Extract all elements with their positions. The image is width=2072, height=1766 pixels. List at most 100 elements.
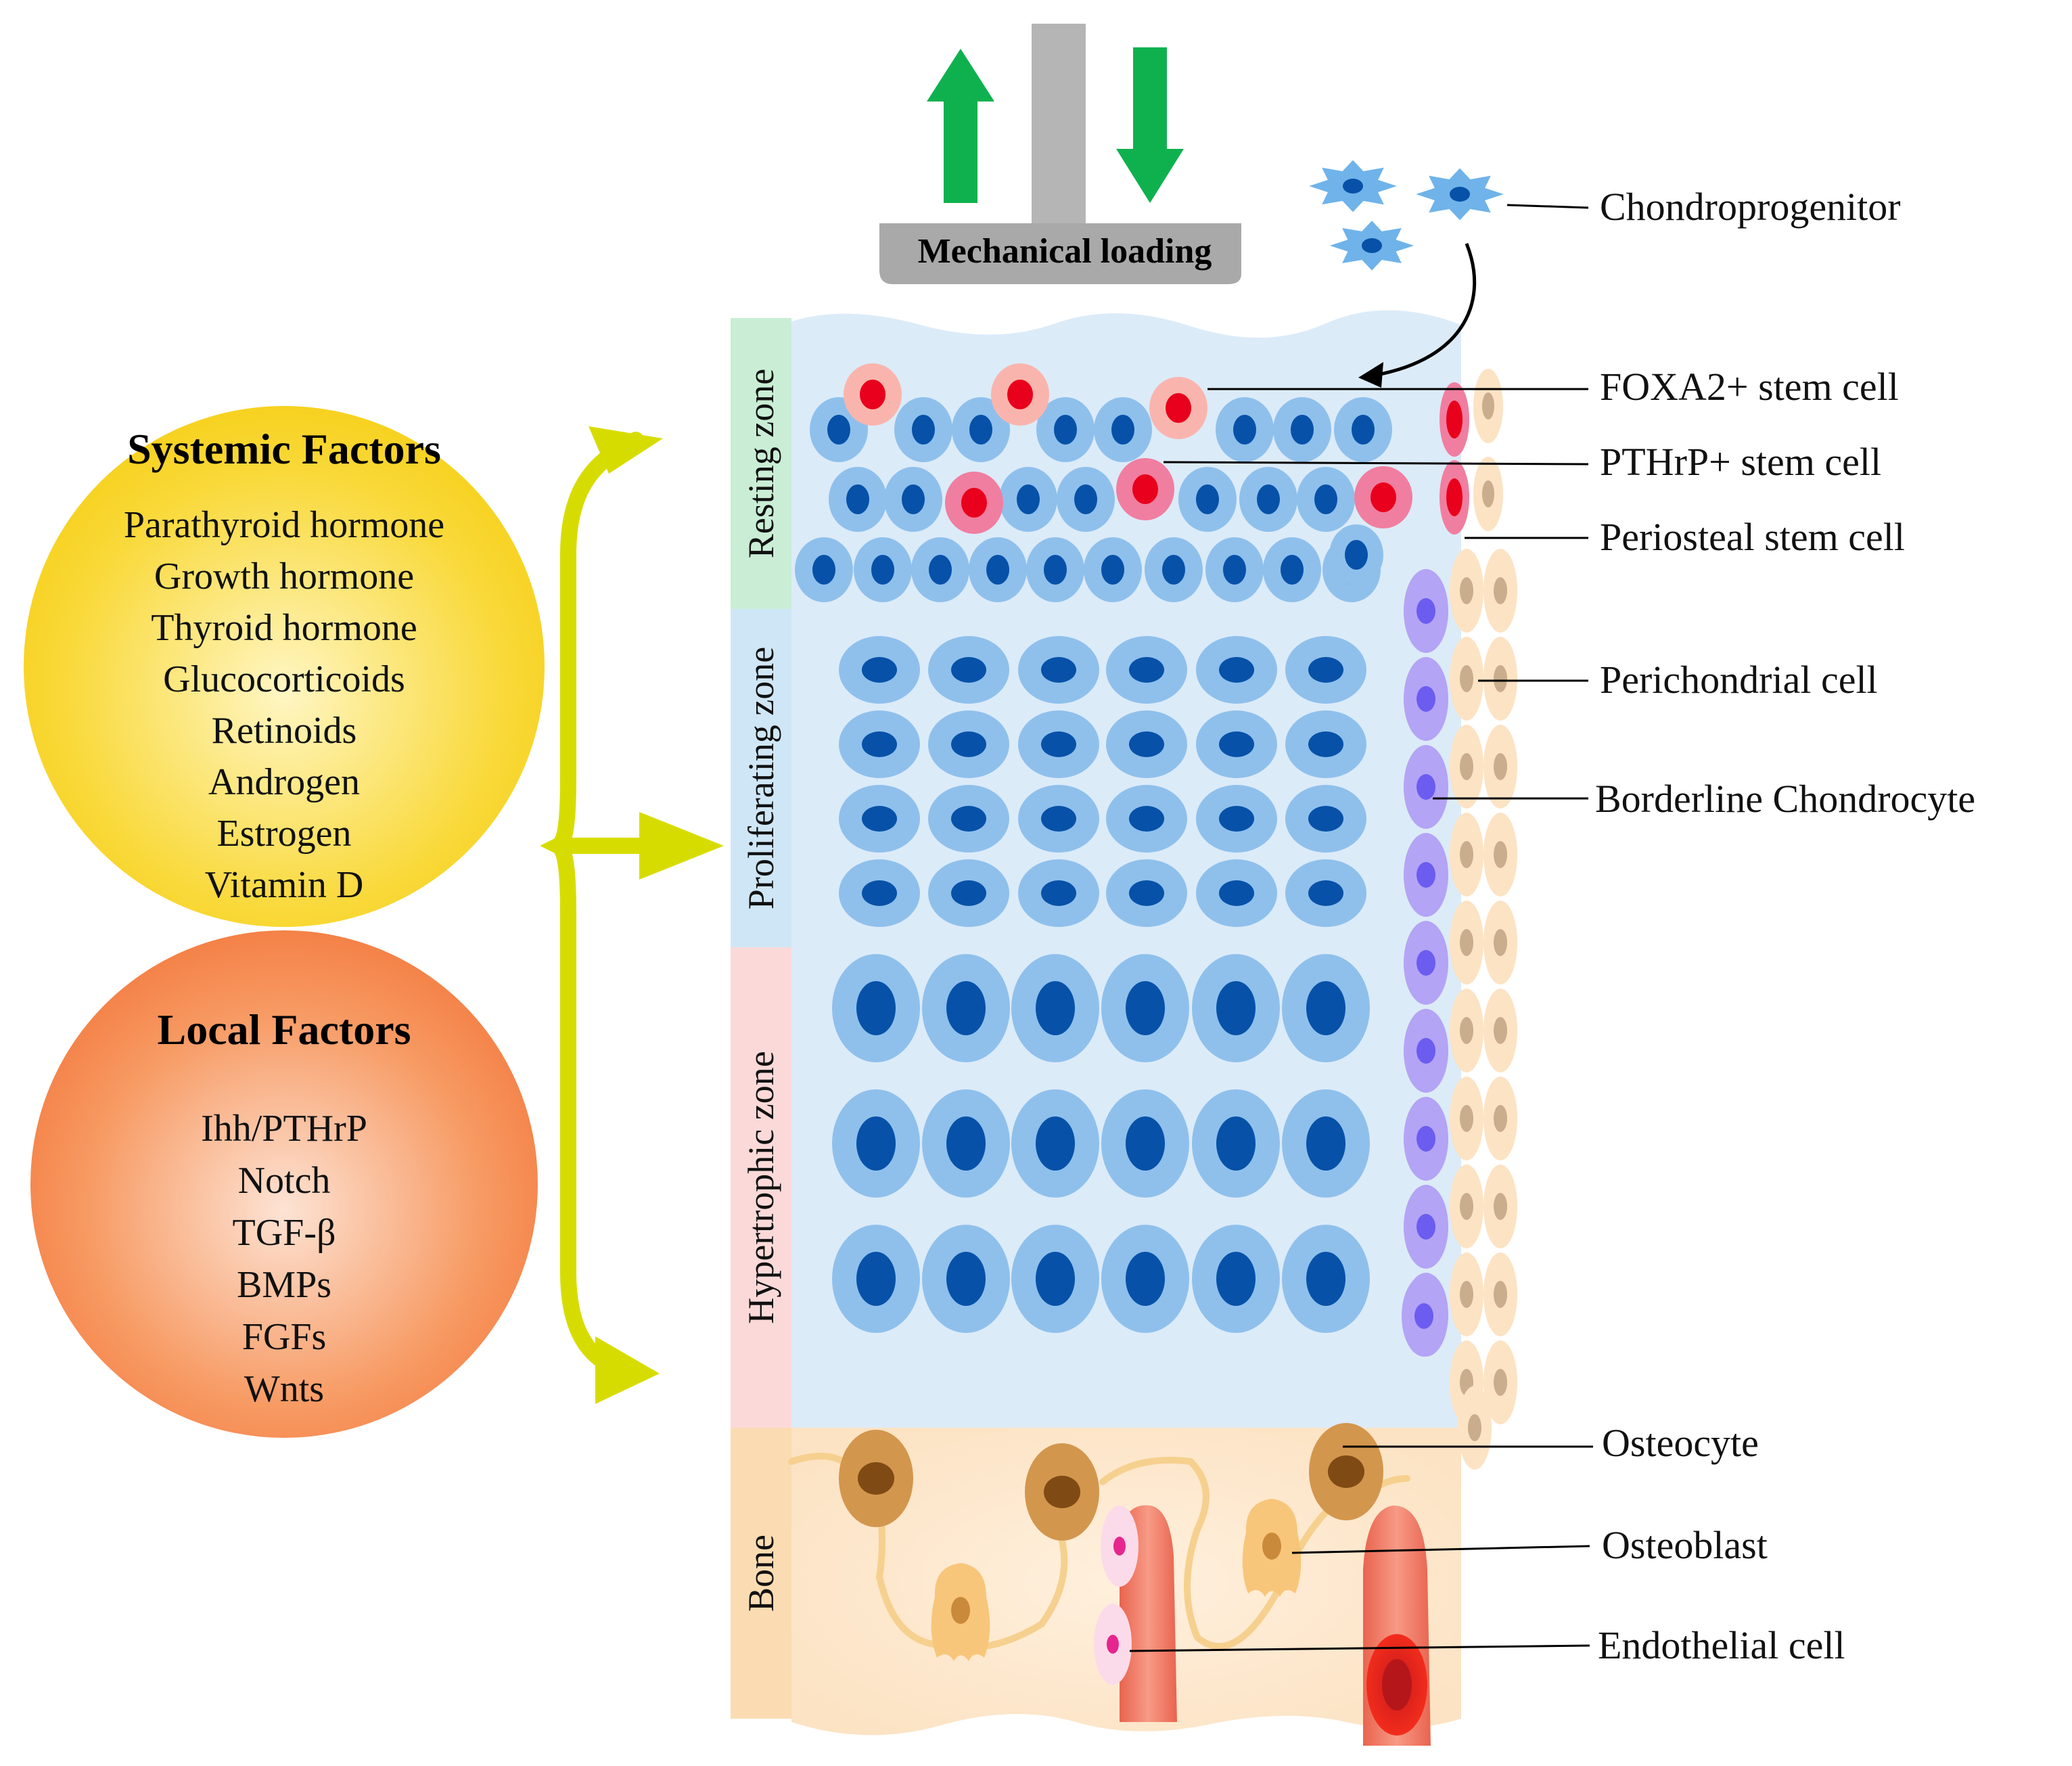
perichondrial-cell-nucleus bbox=[1494, 1105, 1507, 1132]
hypertrophic-chondrocyte-nucleus bbox=[1306, 1252, 1345, 1306]
proliferating-chondrocyte-nucleus bbox=[1129, 880, 1164, 906]
foxa2-stem-cell-label: FOXA2+ stem cell bbox=[1600, 365, 1899, 409]
resting-chondrocyte-nucleus bbox=[986, 555, 1009, 585]
hypertrophic-chondrocyte-nucleus bbox=[1216, 1116, 1256, 1171]
foxa2-stem-cell-nucleus bbox=[1166, 393, 1191, 423]
endothelial-cell-label: Endothelial cell bbox=[1598, 1623, 1845, 1667]
hypertrophic-chondrocyte-nucleus bbox=[946, 1116, 986, 1171]
pthrp-stem-cell-nucleus bbox=[1132, 474, 1158, 504]
leader-line bbox=[1291, 1545, 1590, 1554]
resting-chondrocyte-nucleus bbox=[1101, 555, 1124, 585]
resting-chondrocyte-nucleus bbox=[1111, 415, 1134, 445]
proliferating-chondrocyte-nucleus bbox=[951, 880, 986, 906]
osteocyte-nucleus bbox=[1044, 1476, 1080, 1508]
proliferating-chondrocyte-nucleus bbox=[862, 806, 897, 832]
proliferating-chondrocyte-nucleus bbox=[1129, 657, 1164, 683]
systemic-factors-item: Glucocorticoids bbox=[163, 658, 405, 700]
borderline-chondrocyte-nucleus bbox=[1414, 1303, 1433, 1329]
resting-chondrocyte-nucleus bbox=[912, 415, 935, 445]
hypertrophic-chondrocyte-nucleus bbox=[1036, 981, 1075, 1035]
proliferating-chondrocyte-nucleus bbox=[1219, 657, 1254, 683]
resting-chondrocyte-nucleus bbox=[846, 484, 869, 514]
proliferating-chondrocyte-nucleus bbox=[1219, 806, 1254, 832]
bone-zone-bar bbox=[731, 1428, 791, 1719]
perichondrial-cell-nucleus bbox=[1482, 480, 1494, 507]
resting-chondrocyte-nucleus bbox=[1291, 415, 1314, 445]
endothelial-cell-nucleus bbox=[1113, 1537, 1126, 1556]
perichondrial-cell-nucleus bbox=[1494, 753, 1507, 780]
proliferating-chondrocyte-nucleus bbox=[951, 806, 986, 832]
bone-zone-label: Bone bbox=[741, 1535, 781, 1612]
chondroprogenitor-label: Chondroprogenitor bbox=[1600, 185, 1901, 229]
hypertrophic-zone-label: Hypertrophic zone bbox=[741, 1051, 781, 1324]
resting-chondrocyte-nucleus bbox=[929, 555, 952, 585]
hypertrophic-chondrocyte-nucleus bbox=[1036, 1252, 1075, 1306]
systemic-factors-item: Estrogen bbox=[216, 813, 352, 855]
proliferating-chondrocyte-nucleus bbox=[1219, 880, 1254, 906]
foxa2-stem-cell-nucleus bbox=[1007, 380, 1033, 409]
migration-arrowhead bbox=[1358, 362, 1383, 388]
borderline-chondrocyte-nucleus bbox=[1417, 686, 1435, 712]
resting-chondrocyte-nucleus bbox=[969, 415, 992, 445]
proliferating-chondrocyte-nucleus bbox=[1308, 806, 1343, 832]
pthrp-stem-cell-label: PTHrP+ stem cell bbox=[1600, 440, 1882, 484]
foxa2-stem-cell-nucleus bbox=[860, 380, 885, 409]
resting-chondrocyte-nucleus bbox=[1074, 484, 1097, 514]
systemic-factors-item: Parathyroid hormone bbox=[123, 504, 445, 546]
local-factors-item: Notch bbox=[237, 1160, 331, 1202]
systemic-factors-item: Retinoids bbox=[211, 710, 357, 752]
resting-chondrocyte-nucleus bbox=[1345, 540, 1368, 570]
resting-zone-label: Resting zone bbox=[741, 368, 781, 559]
proliferating-chondrocyte-nucleus bbox=[1041, 806, 1076, 832]
hypertrophic-chondrocyte-nucleus bbox=[946, 1252, 986, 1306]
proliferating-chondrocyte-nucleus bbox=[1129, 731, 1164, 757]
resting-chondrocyte-nucleus bbox=[902, 484, 925, 514]
resting-chondrocyte-nucleus bbox=[1196, 484, 1219, 514]
leader-line bbox=[1129, 1644, 1590, 1652]
perichondrial-cell-nucleus bbox=[1494, 1281, 1507, 1308]
resting-chondrocyte-nucleus bbox=[871, 555, 894, 585]
proliferating-chondrocyte-nucleus bbox=[951, 657, 986, 683]
systemic-factors-item: Growth hormone bbox=[154, 556, 415, 597]
resting-chondrocyte-nucleus bbox=[1314, 484, 1337, 514]
perichondrial-cell-nucleus bbox=[1494, 577, 1507, 604]
hypertrophic-chondrocyte-nucleus bbox=[946, 981, 986, 1035]
proliferating-chondrocyte-nucleus bbox=[1041, 657, 1076, 683]
perichondrial-cell-nucleus bbox=[1460, 1281, 1473, 1308]
perichondrial-cell-nucleus bbox=[1494, 1369, 1507, 1396]
leader-line bbox=[1163, 461, 1589, 466]
systemic-factors-title: Systemic Factors bbox=[127, 425, 441, 473]
proliferating-zone-bar bbox=[731, 609, 791, 947]
perichondrial-cell-label: Perichondrial cell bbox=[1600, 658, 1878, 702]
borderline-chondrocyte-nucleus bbox=[1417, 598, 1435, 624]
hypertrophic-chondrocyte-nucleus bbox=[856, 981, 896, 1035]
resting-chondrocyte-nucleus bbox=[1233, 415, 1256, 445]
local-factors-item: TGF-β bbox=[232, 1212, 336, 1254]
perichondrial-cell-nucleus bbox=[1460, 577, 1473, 604]
proliferating-chondrocyte-nucleus bbox=[862, 731, 897, 757]
hypertrophic-chondrocyte-nucleus bbox=[1216, 981, 1256, 1035]
mechanical-loading-label: Mechanical loading bbox=[917, 232, 1212, 271]
osteocyte-nucleus bbox=[858, 1462, 894, 1495]
local-factors-item: Ihh/PTHrP bbox=[201, 1108, 367, 1150]
resting-chondrocyte-nucleus bbox=[1017, 484, 1040, 514]
perichondrial-cell-nucleus bbox=[1460, 1017, 1473, 1044]
chondroprogenitor-nucleus bbox=[1343, 179, 1363, 194]
perichondrial-cell-nucleus bbox=[1494, 841, 1507, 868]
proliferating-chondrocyte-nucleus bbox=[1308, 880, 1343, 906]
resting-chondrocyte-nucleus bbox=[1044, 555, 1067, 585]
periosteal-stem-cell-nucleus bbox=[1446, 478, 1463, 516]
perichondrial-cell-nucleus bbox=[1460, 929, 1473, 956]
hypertrophic-chondrocyte-nucleus bbox=[856, 1116, 896, 1171]
blood-lumen-core bbox=[1382, 1659, 1412, 1711]
osteoblast-label: Osteoblast bbox=[1602, 1523, 1768, 1567]
local-factors-item: Wnts bbox=[244, 1368, 325, 1410]
local-factors-title: Local Factors bbox=[157, 1005, 411, 1054]
resting-chondrocyte-nucleus bbox=[827, 415, 850, 445]
hypertrophic-chondrocyte-nucleus bbox=[1306, 981, 1345, 1035]
perichondrial-cell-nucleus bbox=[1460, 1105, 1473, 1132]
perichondrial-cell-nucleus bbox=[1494, 1017, 1507, 1044]
perichondrial-cell-nucleus bbox=[1460, 665, 1473, 692]
